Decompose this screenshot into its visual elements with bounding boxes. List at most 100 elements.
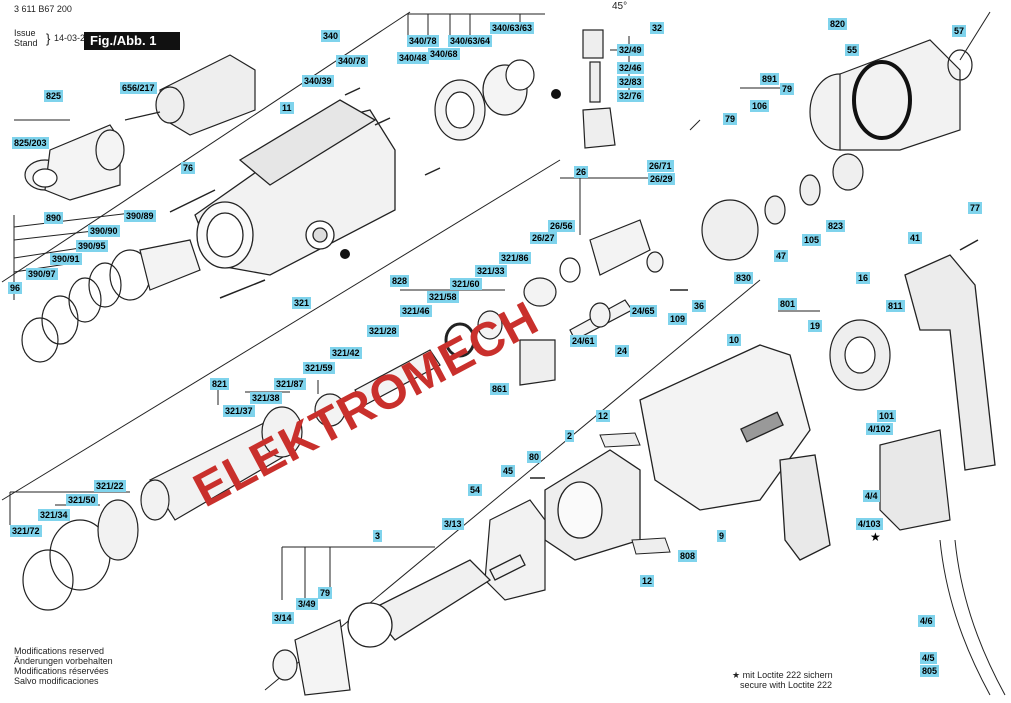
part-label[interactable]: 821: [210, 378, 230, 390]
part-label[interactable]: 26/27: [530, 232, 557, 244]
part-label[interactable]: 656/217: [120, 82, 157, 94]
part-label[interactable]: 340/78: [407, 35, 439, 47]
part-label[interactable]: 32/46: [617, 62, 644, 74]
part-label[interactable]: 321/28: [367, 325, 399, 337]
part-label[interactable]: 2: [565, 430, 575, 442]
part-label[interactable]: 12: [596, 410, 611, 422]
part-label[interactable]: 805: [920, 665, 940, 677]
part-label[interactable]: 45: [501, 465, 516, 477]
part-label[interactable]: 11: [280, 102, 294, 114]
part-label[interactable]: 390/97: [26, 268, 58, 280]
part-label[interactable]: 3/49: [296, 598, 318, 610]
part-label[interactable]: 77: [968, 202, 983, 214]
part-label[interactable]: 32/83: [617, 76, 644, 88]
part-label[interactable]: 24/65: [630, 305, 657, 317]
part-label[interactable]: 808: [678, 550, 698, 562]
part-label[interactable]: 340/39: [302, 75, 334, 87]
part-label[interactable]: 32/76: [617, 90, 644, 102]
part-label[interactable]: 321/46: [400, 305, 432, 317]
part-label[interactable]: 79: [318, 587, 333, 599]
mod-line: Modifications réservées: [14, 666, 109, 676]
part-label[interactable]: 321/37: [223, 405, 255, 417]
part-label[interactable]: 36: [692, 300, 707, 312]
part-label[interactable]: 4/6: [918, 615, 935, 627]
part-label[interactable]: 41: [908, 232, 923, 244]
part-label[interactable]: 76: [181, 162, 196, 174]
part-label[interactable]: 861: [490, 383, 510, 395]
part-label[interactable]: 811: [886, 300, 905, 312]
part-label[interactable]: 32: [650, 22, 665, 34]
part-label[interactable]: 321: [292, 297, 312, 309]
part-label[interactable]: 321/38: [250, 392, 282, 404]
part-label[interactable]: 321/72: [10, 525, 42, 537]
part-label[interactable]: 340/63/64: [448, 35, 493, 47]
part-label[interactable]: 390/91: [50, 253, 82, 265]
fan-plate: [272, 619, 351, 696]
part-label[interactable]: 390/90: [88, 225, 120, 237]
part-label[interactable]: 321/60: [450, 278, 482, 290]
part-label[interactable]: 340/63/63: [490, 22, 535, 34]
part-label[interactable]: 26/29: [648, 173, 675, 185]
part-label[interactable]: 390/95: [76, 240, 108, 252]
armature: [347, 554, 526, 648]
part-label[interactable]: 32/49: [617, 44, 644, 56]
part-label[interactable]: 340/48: [397, 52, 429, 64]
part-label[interactable]: 55: [845, 44, 860, 56]
part-label[interactable]: 9: [717, 530, 727, 542]
part-label[interactable]: 321/22: [94, 480, 126, 492]
part-label[interactable]: 823: [826, 220, 846, 232]
part-label[interactable]: 4/102: [866, 423, 893, 435]
part-label[interactable]: 47: [774, 250, 789, 262]
part-label[interactable]: 825/203: [12, 137, 49, 149]
part-label[interactable]: 801: [778, 298, 798, 310]
part-label[interactable]: 3/14: [272, 612, 294, 624]
part-label[interactable]: 79: [723, 113, 738, 125]
part-label[interactable]: 390/89: [124, 210, 156, 222]
part-label[interactable]: 16: [856, 272, 871, 284]
part-label[interactable]: 321/50: [66, 494, 98, 506]
part-label[interactable]: 340: [321, 30, 341, 42]
part-label[interactable]: 321/34: [38, 509, 70, 521]
part-label[interactable]: 24: [615, 345, 630, 357]
part-label[interactable]: 96: [8, 282, 23, 294]
part-label[interactable]: 820: [828, 18, 848, 30]
part-label[interactable]: 24/61: [570, 335, 597, 347]
part-label[interactable]: 321/58: [427, 291, 459, 303]
angle-label: 45°: [612, 1, 628, 12]
part-label[interactable]: 26: [574, 166, 589, 178]
part-label[interactable]: 4/4: [863, 490, 880, 502]
part-label[interactable]: 57: [952, 25, 967, 37]
part-label[interactable]: 321/59: [303, 362, 335, 374]
part-label[interactable]: 321/86: [499, 252, 531, 264]
part-label[interactable]: 321/87: [274, 378, 306, 390]
part-label[interactable]: 321/33: [475, 265, 507, 277]
part-label[interactable]: 890: [44, 212, 64, 224]
part-label[interactable]: 10: [727, 334, 742, 346]
part-label[interactable]: 26/56: [548, 220, 575, 232]
part-label[interactable]: 321/42: [330, 347, 362, 359]
figure-title: Fig./Abb. 1: [84, 32, 180, 50]
part-label[interactable]: 4/103: [856, 518, 883, 530]
part-label[interactable]: 19: [808, 320, 823, 332]
part-label[interactable]: 3/13: [442, 518, 464, 530]
part-label[interactable]: 101: [877, 410, 897, 422]
part-label[interactable]: 4/5: [920, 652, 937, 664]
part-label[interactable]: 106: [750, 100, 770, 112]
mod-line: Änderungen vorbehalten: [14, 656, 113, 666]
part-label[interactable]: 825: [44, 90, 64, 102]
clip: [631, 537, 671, 555]
stand-label: Stand: [14, 38, 38, 48]
part-label[interactable]: 830: [734, 272, 754, 284]
part-label[interactable]: 105: [802, 234, 822, 246]
part-label[interactable]: 340/68: [428, 48, 460, 60]
part-label[interactable]: 340/78: [336, 55, 368, 67]
part-label[interactable]: 3: [373, 530, 383, 542]
part-label[interactable]: 12: [640, 575, 655, 587]
part-label[interactable]: 828: [390, 275, 410, 287]
part-label[interactable]: 891: [760, 73, 780, 85]
part-label[interactable]: 26/71: [647, 160, 674, 172]
part-label[interactable]: 79: [780, 83, 795, 95]
part-label[interactable]: 54: [468, 484, 483, 496]
part-label[interactable]: 80: [527, 451, 542, 463]
part-label[interactable]: 109: [668, 313, 688, 325]
